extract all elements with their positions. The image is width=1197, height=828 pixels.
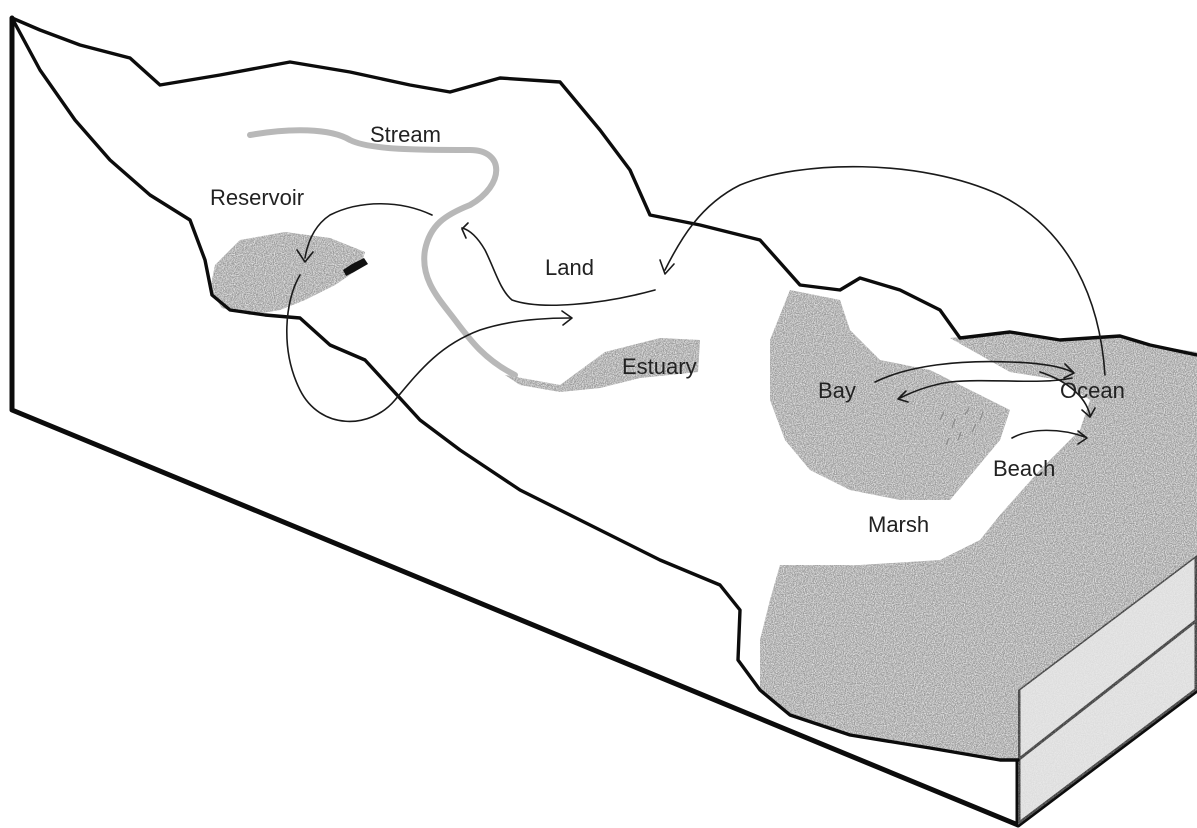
label-land: Land	[545, 255, 594, 280]
label-stream: Stream	[370, 122, 441, 147]
label-estuary: Estuary	[622, 354, 697, 379]
label-marsh: Marsh	[868, 512, 929, 537]
label-ocean: Ocean	[1060, 378, 1125, 403]
label-reservoir: Reservoir	[210, 185, 304, 210]
reservoir-water	[210, 232, 365, 315]
label-beach: Beach	[993, 456, 1055, 481]
labels: Stream Reservoir Land Estuary Bay Ocean …	[210, 122, 1125, 537]
label-bay: Bay	[818, 378, 856, 403]
bay-water	[770, 290, 1010, 500]
arrow-reservoir-to-estuary	[287, 275, 570, 421]
